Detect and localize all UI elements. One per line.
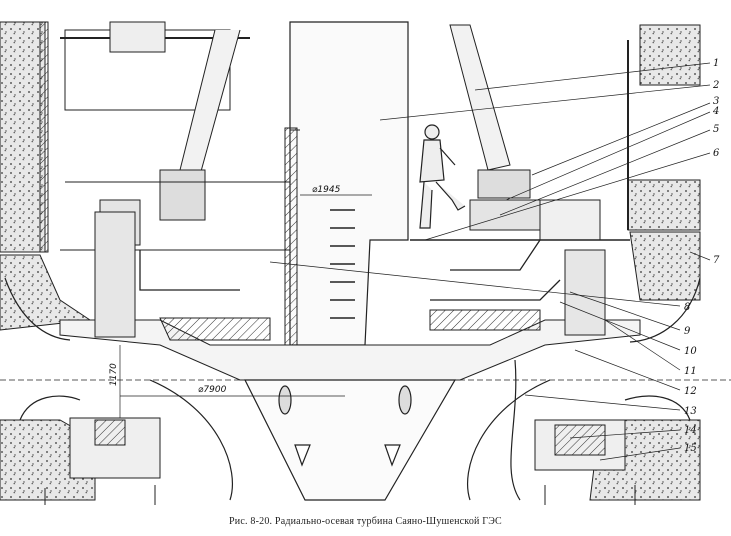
callout-7: 7 — [713, 255, 720, 266]
callouts: 1 2 3 4 5 6 7 8 9 10 11 12 13 14 15 — [684, 58, 720, 454]
height-dimension: 1170 — [109, 363, 119, 386]
lower-rings — [0, 379, 731, 505]
callout-11: 11 — [684, 366, 697, 377]
callout-2: 2 — [712, 80, 719, 91]
runner-diameter-dimension: ⌀7900 — [198, 385, 227, 395]
callout-8: 8 — [684, 302, 690, 313]
piping — [139, 239, 561, 301]
callout-4: 4 — [712, 106, 719, 117]
dimension-lines — [119, 194, 372, 418]
shaft-diameter-dimension: ⌀1945 — [312, 185, 341, 195]
upper-structures — [60, 21, 630, 251]
runner — [149, 359, 551, 501]
leader-lines — [269, 62, 711, 461]
head-cover — [59, 211, 641, 381]
callout-14: 14 — [684, 425, 697, 436]
callout-15: 15 — [684, 443, 697, 454]
figure-caption: Рис. 8-20. Радиально-осевая турбина Саян… — [229, 516, 502, 527]
callout-13: 13 — [684, 406, 697, 417]
callout-10: 10 — [684, 346, 697, 357]
callout-9: 9 — [684, 326, 691, 337]
turbine-shaft — [284, 21, 409, 349]
callout-1: 1 — [713, 58, 719, 69]
callout-3: 3 — [713, 96, 719, 107]
worker-figure — [419, 124, 466, 229]
callout-12: 12 — [684, 386, 697, 397]
spiral-case — [4, 277, 701, 421]
callout-6: 6 — [713, 148, 720, 159]
callout-5: 5 — [713, 124, 719, 135]
